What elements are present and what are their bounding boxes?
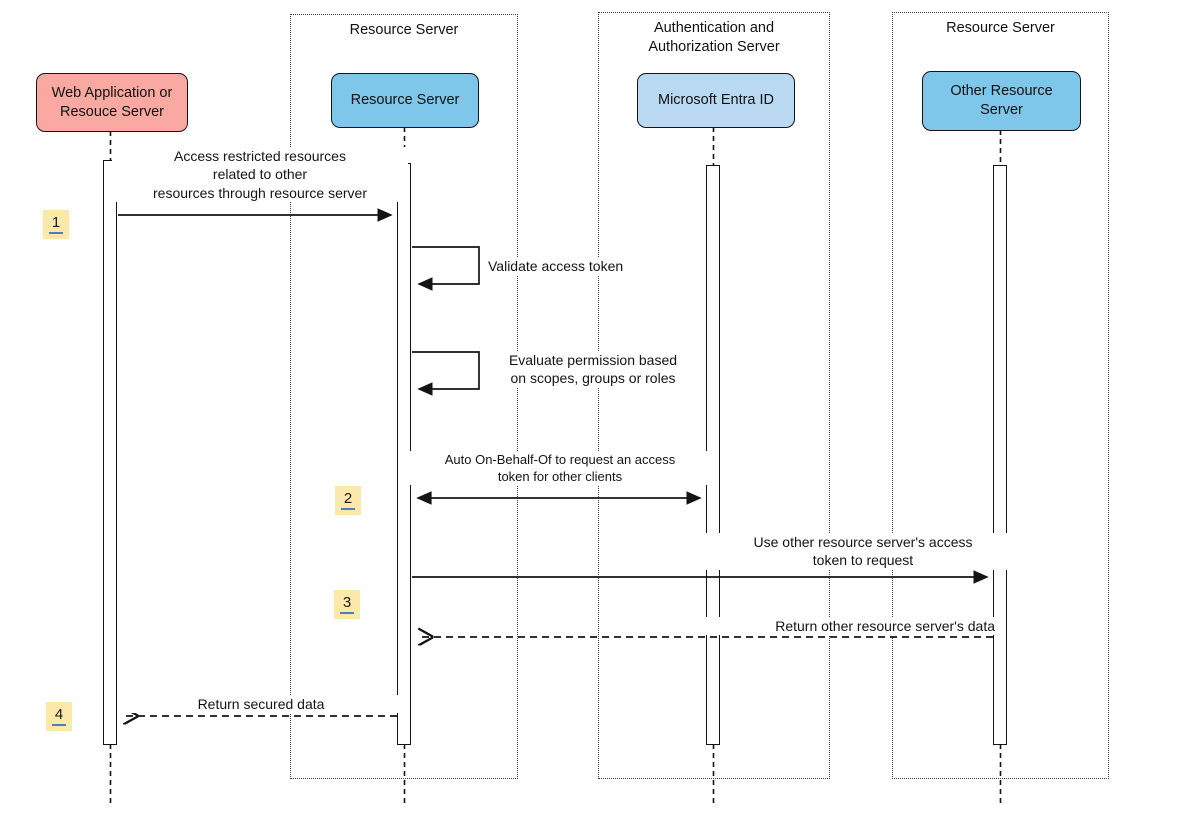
- step-marker-2-number: 2: [340, 490, 356, 511]
- message-label-return-other-data: Return other resource server's data: [690, 617, 997, 636]
- group-title-auth-server: Authentication and Authorization Server: [648, 20, 780, 55]
- activation-bar-other-resource-server: [993, 165, 1007, 745]
- activation-bar-resource-server: [397, 163, 411, 745]
- step-marker-1: 1: [43, 210, 69, 239]
- actor-web-application: Web Application or Resouce Server: [36, 73, 188, 132]
- group-title-resource-server-2: Resource Server: [946, 20, 1055, 36]
- step-marker-3: 3: [334, 590, 360, 619]
- message-label-return-secured-data: Return secured data: [120, 695, 402, 714]
- message-label-auto-on-behalf-of: Auto On-Behalf-Of to request an access t…: [410, 451, 710, 486]
- step-marker-2: 2: [335, 486, 361, 515]
- step-marker-1-number: 1: [48, 214, 64, 235]
- message-label-access-restricted-resources: Access restricted resources related to o…: [112, 147, 408, 203]
- group-title-resource-server-1: Resource Server: [349, 22, 459, 38]
- step-marker-4: 4: [46, 702, 72, 731]
- step-marker-4-number: 4: [51, 706, 67, 727]
- actor-other-resource-server: Other Resource Server: [922, 71, 1081, 131]
- message-label-validate-access-token: Validate access token: [486, 257, 670, 276]
- step-marker-3-number: 3: [339, 594, 355, 615]
- message-label-use-other-token: Use other resource server's access token…: [706, 533, 1020, 570]
- actor-resource-server: Resource Server: [331, 73, 479, 128]
- actor-microsoft-entra-id: Microsoft Entra ID: [637, 73, 795, 128]
- activation-bar-web-application: [103, 160, 117, 745]
- message-label-evaluate-permission: Evaluate permission based on scopes, gro…: [484, 351, 702, 388]
